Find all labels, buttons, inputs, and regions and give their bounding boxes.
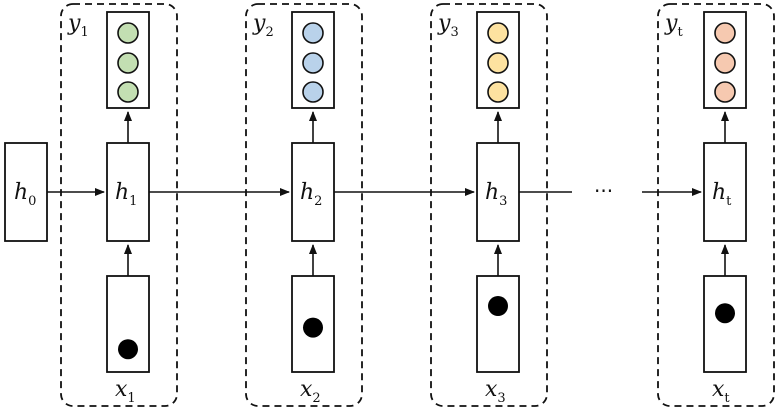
time-step-frame <box>657 3 775 407</box>
initial-state-label: h0 <box>14 180 36 209</box>
output-unit <box>714 22 736 44</box>
output-unit <box>487 22 509 44</box>
output-unit <box>117 81 139 103</box>
output-unit <box>117 52 139 74</box>
output-unit <box>302 81 324 103</box>
hidden-state-node <box>476 142 520 242</box>
hidden-state-label: ht <box>712 180 732 209</box>
output-label: yt <box>664 11 683 40</box>
output-unit <box>487 52 509 74</box>
input-node <box>703 275 747 373</box>
initial-state-node: h0 <box>4 142 48 242</box>
input-token-dot <box>488 296 508 316</box>
output-unit <box>117 22 139 44</box>
input-label: x2 <box>300 377 321 406</box>
input-label: x1 <box>115 377 136 406</box>
time-step-frame <box>60 3 178 407</box>
hidden-state-node <box>703 142 747 242</box>
input-label: xt <box>712 377 730 406</box>
output-unit <box>302 22 324 44</box>
time-step-frame <box>430 3 548 407</box>
time-step-frame <box>245 3 363 407</box>
time-step-1: y1 h1 x1 <box>60 3 178 407</box>
output-label: y2 <box>252 11 274 40</box>
input-label: x3 <box>485 377 506 406</box>
hidden-state-label: h2 <box>300 180 322 209</box>
hidden-state-label: h3 <box>485 180 507 209</box>
time-step-4: yt ht xt <box>657 3 775 407</box>
hidden-state-label: h1 <box>115 180 137 209</box>
input-token-dot <box>303 317 323 338</box>
output-unit <box>302 52 324 74</box>
output-unit <box>714 81 736 103</box>
output-label: y3 <box>437 11 459 40</box>
hidden-state-node <box>106 142 150 242</box>
input-node <box>476 275 520 373</box>
input-token-dot <box>715 303 735 324</box>
output-label: y1 <box>67 11 89 40</box>
time-step-2: y2 h2 x2 <box>245 3 363 407</box>
input-token-dot <box>118 339 138 360</box>
time-step-3: y3 h3 x3 <box>430 3 548 407</box>
ellipsis: ··· <box>594 179 613 203</box>
output-unit <box>714 52 736 74</box>
output-unit <box>487 81 509 103</box>
